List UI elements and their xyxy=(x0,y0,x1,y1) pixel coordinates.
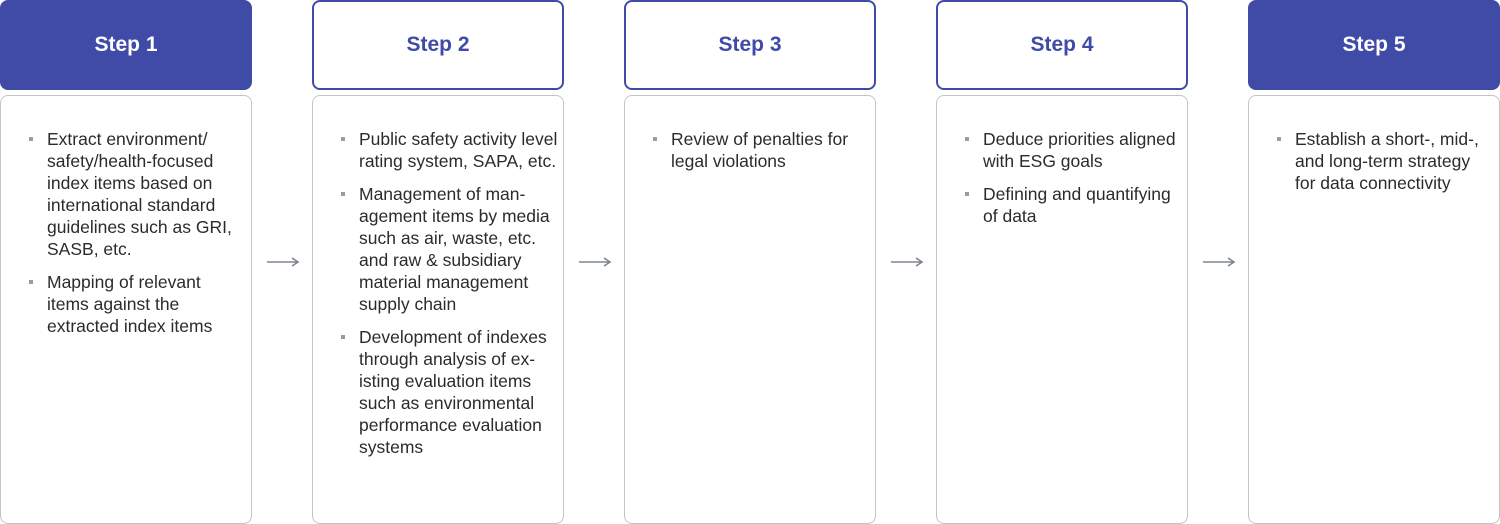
list-item: Defining and quantify­ing of data xyxy=(957,183,1183,227)
step-body: Extract environment/ safety/health-focus… xyxy=(0,95,252,524)
step-header: Step 3 xyxy=(624,0,876,90)
list-item-text: Mapping of relevant items against the ex… xyxy=(47,272,213,336)
list-item-text: Deduce priorities aligned with ESG goals xyxy=(983,129,1176,171)
list-item-text: Review of penalties for legal violations xyxy=(671,129,849,171)
bullet-icon xyxy=(965,192,969,196)
list-item: Extract environment/ safety/health-focus… xyxy=(21,128,247,260)
bullet-icon xyxy=(653,137,657,141)
bullet-list: Extract environment/ safety/health-focus… xyxy=(21,128,247,337)
list-item: Review of penalties for legal violations xyxy=(645,128,871,172)
list-item: Establish a short-, mid-, and long-term … xyxy=(1269,128,1495,194)
list-item-text: Management of man­agement items by media… xyxy=(359,184,550,314)
bullet-list: Establish a short-, mid-, and long-term … xyxy=(1269,128,1495,194)
step-body: Establish a short-, mid-, and long-term … xyxy=(1248,95,1500,524)
step-1: Step 1 Extract environment/ safety/health… xyxy=(0,0,252,524)
bullet-icon xyxy=(1277,137,1281,141)
step-body: Deduce priorities aligned with ESG goals… xyxy=(936,95,1188,524)
list-item: Deduce priorities aligned with ESG goals xyxy=(957,128,1183,172)
bullet-list: Deduce priorities aligned with ESG goals… xyxy=(957,128,1183,227)
step-header: Step 4 xyxy=(936,0,1188,90)
list-item-text: Public safety activity level rating syst… xyxy=(359,129,558,171)
list-item: Management of man­agement items by media… xyxy=(333,183,559,315)
bullet-icon xyxy=(341,192,345,196)
list-item: Public safety activity level rating syst… xyxy=(333,128,559,172)
bullet-list: Review of penalties for legal violations xyxy=(645,128,871,172)
step-body: Review of penalties for legal violations xyxy=(624,95,876,524)
list-item-text: Establish a short-, mid-, and long-term … xyxy=(1295,129,1479,193)
step-3: Step 3 Review of penalties for legal viol… xyxy=(624,0,876,524)
arrow-right-icon xyxy=(891,257,924,267)
step-4: Step 4 Deduce priorities aligned with ESG… xyxy=(936,0,1188,524)
step-header: Step 5 xyxy=(1248,0,1500,90)
step-body: Public safety activity level rating syst… xyxy=(312,95,564,524)
list-item-text: Development of indexes through analysis … xyxy=(359,327,547,457)
step-5: Step 5 Establish a short-, mid-, and long… xyxy=(1248,0,1500,524)
bullet-icon xyxy=(29,280,33,284)
bullet-list: Public safety activity level rating syst… xyxy=(333,128,559,458)
bullet-icon xyxy=(29,137,33,141)
arrow-right-icon xyxy=(579,257,612,267)
bullet-icon xyxy=(341,137,345,141)
bullet-icon xyxy=(965,137,969,141)
arrow-right-icon xyxy=(267,257,300,267)
bullet-icon xyxy=(341,335,345,339)
list-item: Mapping of relevant items against the ex… xyxy=(21,271,247,337)
arrow-right-icon xyxy=(1203,257,1236,267)
step-header: Step 2 xyxy=(312,0,564,90)
step-header: Step 1 xyxy=(0,0,252,90)
step-2: Step 2 Public safety activity level ratin… xyxy=(312,0,564,524)
list-item: Development of indexes through analysis … xyxy=(333,326,559,458)
list-item-text: Extract environment/ safety/health-focus… xyxy=(47,129,232,259)
list-item-text: Defining and quantify­ing of data xyxy=(983,184,1171,226)
